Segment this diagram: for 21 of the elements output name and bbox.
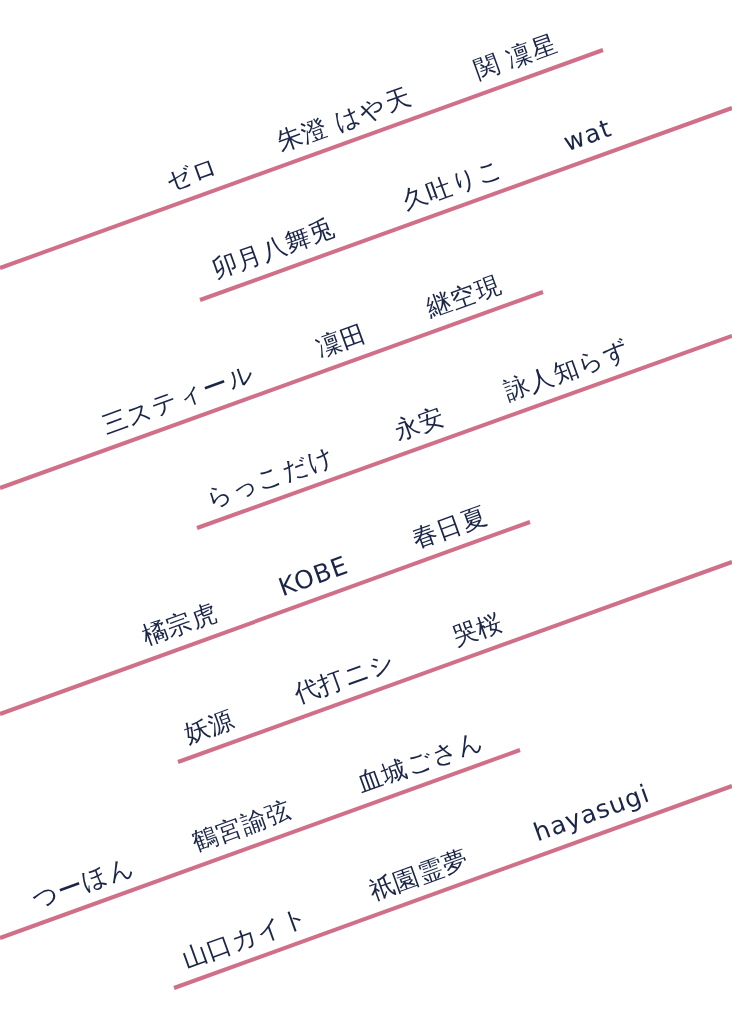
name-label: 血城ごさん [352, 725, 489, 799]
name-label: wat [559, 113, 616, 159]
name-label: ゼロ [161, 151, 223, 198]
name-label: 妖源 [179, 703, 239, 750]
name-label: 凜田 [311, 317, 371, 364]
name-label: 春日夏 [407, 500, 492, 555]
name-label: 関 凜星 [469, 28, 562, 87]
name-label: 哭桜 [447, 606, 507, 653]
name-label: 山口カイト [177, 901, 314, 975]
name-label: 祇園霊夢 [364, 843, 473, 908]
name-label: 永安 [389, 400, 449, 447]
name-label: KOBE [274, 550, 353, 603]
name-label: らっこだけ [201, 440, 339, 515]
name-label: 卯月八舞兎 [207, 213, 341, 286]
name-label: つーほん [27, 851, 139, 917]
name-label: 三スティール [97, 358, 259, 441]
name-label: 継空現 [421, 269, 506, 324]
name-label: 橘宗虎 [137, 597, 222, 653]
name-label: 詠人知らず [499, 333, 635, 407]
name-label: 鶴宮諭弦 [187, 794, 296, 859]
name-label: 代打ニシ [289, 645, 400, 710]
